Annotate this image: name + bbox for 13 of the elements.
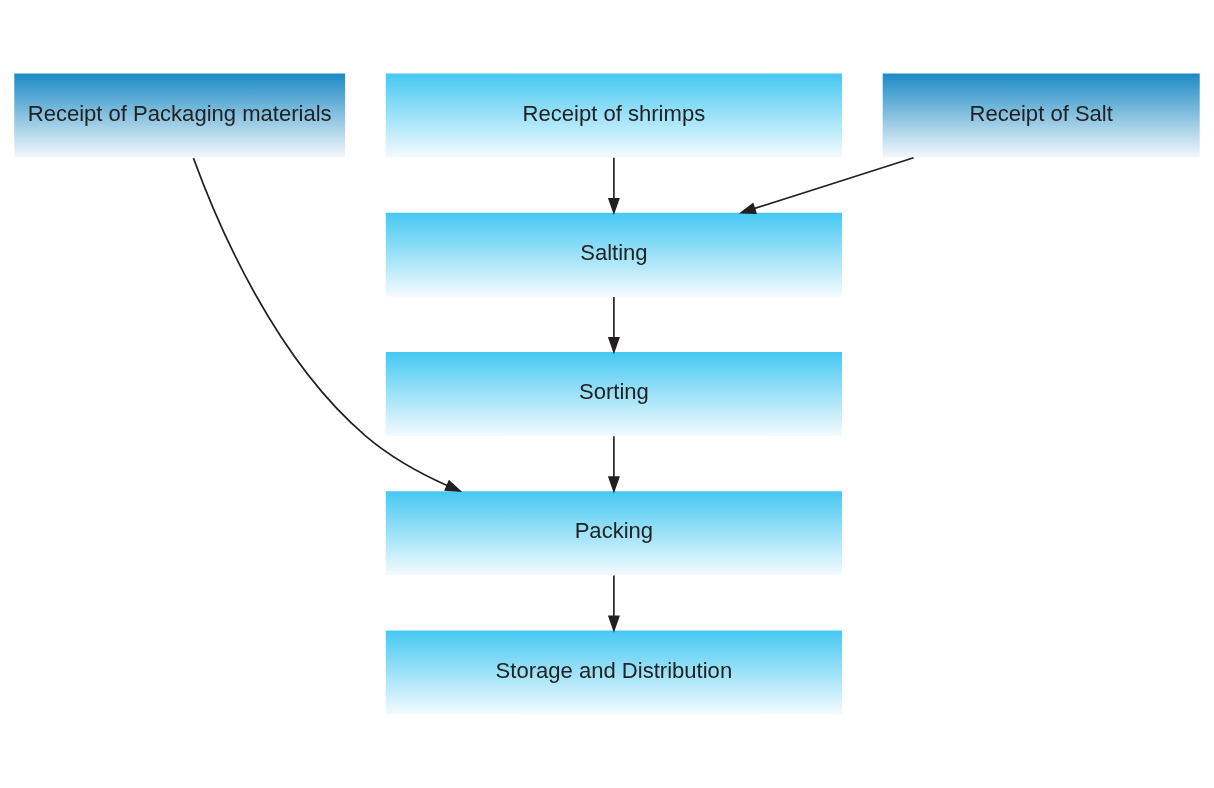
- node-box: Sorting: [385, 351, 842, 437]
- arrow: [607, 296, 620, 355]
- arrow: [607, 574, 620, 633]
- arrow: [738, 156, 915, 214]
- arrow: [192, 157, 463, 492]
- arrow: [607, 435, 620, 494]
- node-box: Salting: [385, 212, 842, 297]
- arrow: [607, 157, 620, 215]
- node-box: Packing: [385, 491, 842, 576]
- node-box: Storage and Distribution: [385, 630, 842, 715]
- node-box: Receipt of shrimps: [385, 73, 842, 158]
- node-box: Receipt of Packaging materials: [14, 73, 346, 158]
- node-box: Receipt of Salt: [882, 73, 1200, 158]
